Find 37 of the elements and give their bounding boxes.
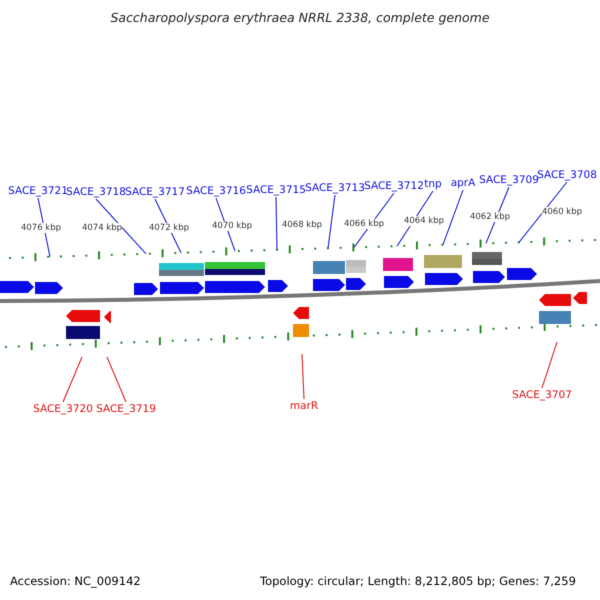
scale-label: 4070 kbp [212, 221, 252, 231]
leader-line [96, 198, 146, 254]
accession-text: Accession: NC_009142 [10, 574, 141, 588]
gene-label: SACE_3720 [33, 402, 93, 416]
gene-label: SACE_3716 [186, 184, 246, 198]
leader-line [542, 342, 558, 388]
leader-line [62, 356, 82, 402]
gene-label: SACE_3708 [537, 168, 597, 182]
gene-label: SACE_3713 [305, 181, 365, 195]
gene-label: marR [290, 399, 318, 413]
leader-line [442, 190, 464, 246]
scale-label: 4072 kbp [148, 223, 190, 233]
scale-label: 4076 kbp [20, 223, 62, 233]
gene-label: SACE_3709 [479, 173, 539, 187]
topology-text: Topology: circular; Length: 8,212,805 bp; Genes: 7,259 [260, 574, 576, 588]
leader-line [328, 194, 336, 249]
leader-line [38, 198, 50, 258]
scale-label: 4062 kbp [470, 212, 510, 222]
leader-line [518, 182, 568, 243]
gene-label: SACE_3718 [66, 185, 126, 199]
scale-label: 4068 kbp [282, 220, 322, 230]
scale-label: 4074 kbp [82, 223, 122, 233]
gene-label: SACE_3719 [96, 402, 156, 416]
title: Saccharopolyspora erythraea NRRL 2338, complete genome [109, 10, 491, 25]
gene-label: tnp [424, 177, 442, 191]
leader-line [276, 196, 278, 250]
gene-label: SACE_3721 [8, 184, 68, 198]
scale-label: 4064 kbp [404, 216, 444, 226]
gene-label: SACE_3715 [246, 183, 306, 197]
gene-label: SACE_3712 [364, 179, 424, 193]
gene-label: SACE_3717 [125, 185, 185, 199]
gene-label: SACE_3707 [512, 388, 572, 402]
leader-line [302, 354, 304, 400]
scale-label: 4060 kbp [542, 207, 582, 217]
gene-label: aprA [450, 176, 476, 190]
scale-label: 4066 kbp [344, 219, 384, 229]
leader-line [106, 356, 126, 402]
